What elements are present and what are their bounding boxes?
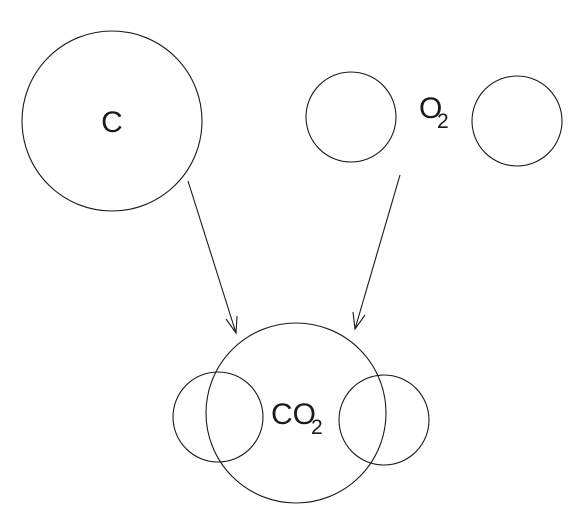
oxygen-atom-left	[305, 71, 397, 163]
co2-subscript: 2	[311, 416, 323, 439]
arrow-from-carbon	[187, 180, 238, 335]
co2-symbol: CO	[271, 398, 316, 431]
arrow-from-oxygen	[352, 174, 401, 331]
carbon-atom-circle	[21, 30, 203, 212]
carbon-dioxide-molecule: CO 2	[172, 322, 430, 504]
oxygen-label: O 2	[419, 92, 449, 133]
co2-oxygen-left	[172, 371, 264, 463]
carbon-label: C	[101, 106, 123, 139]
oxygen-subscript: 2	[437, 110, 449, 133]
reaction-arrows	[187, 174, 401, 335]
carbon-atom: C	[21, 30, 203, 212]
oxygen-atom-right	[471, 75, 563, 167]
co2-label: CO 2	[271, 398, 323, 439]
co2-oxygen-right	[338, 374, 430, 466]
oxygen-molecule: O 2	[305, 71, 563, 167]
co2-carbon-center	[205, 322, 387, 504]
oxygen-symbol: O	[419, 92, 442, 125]
